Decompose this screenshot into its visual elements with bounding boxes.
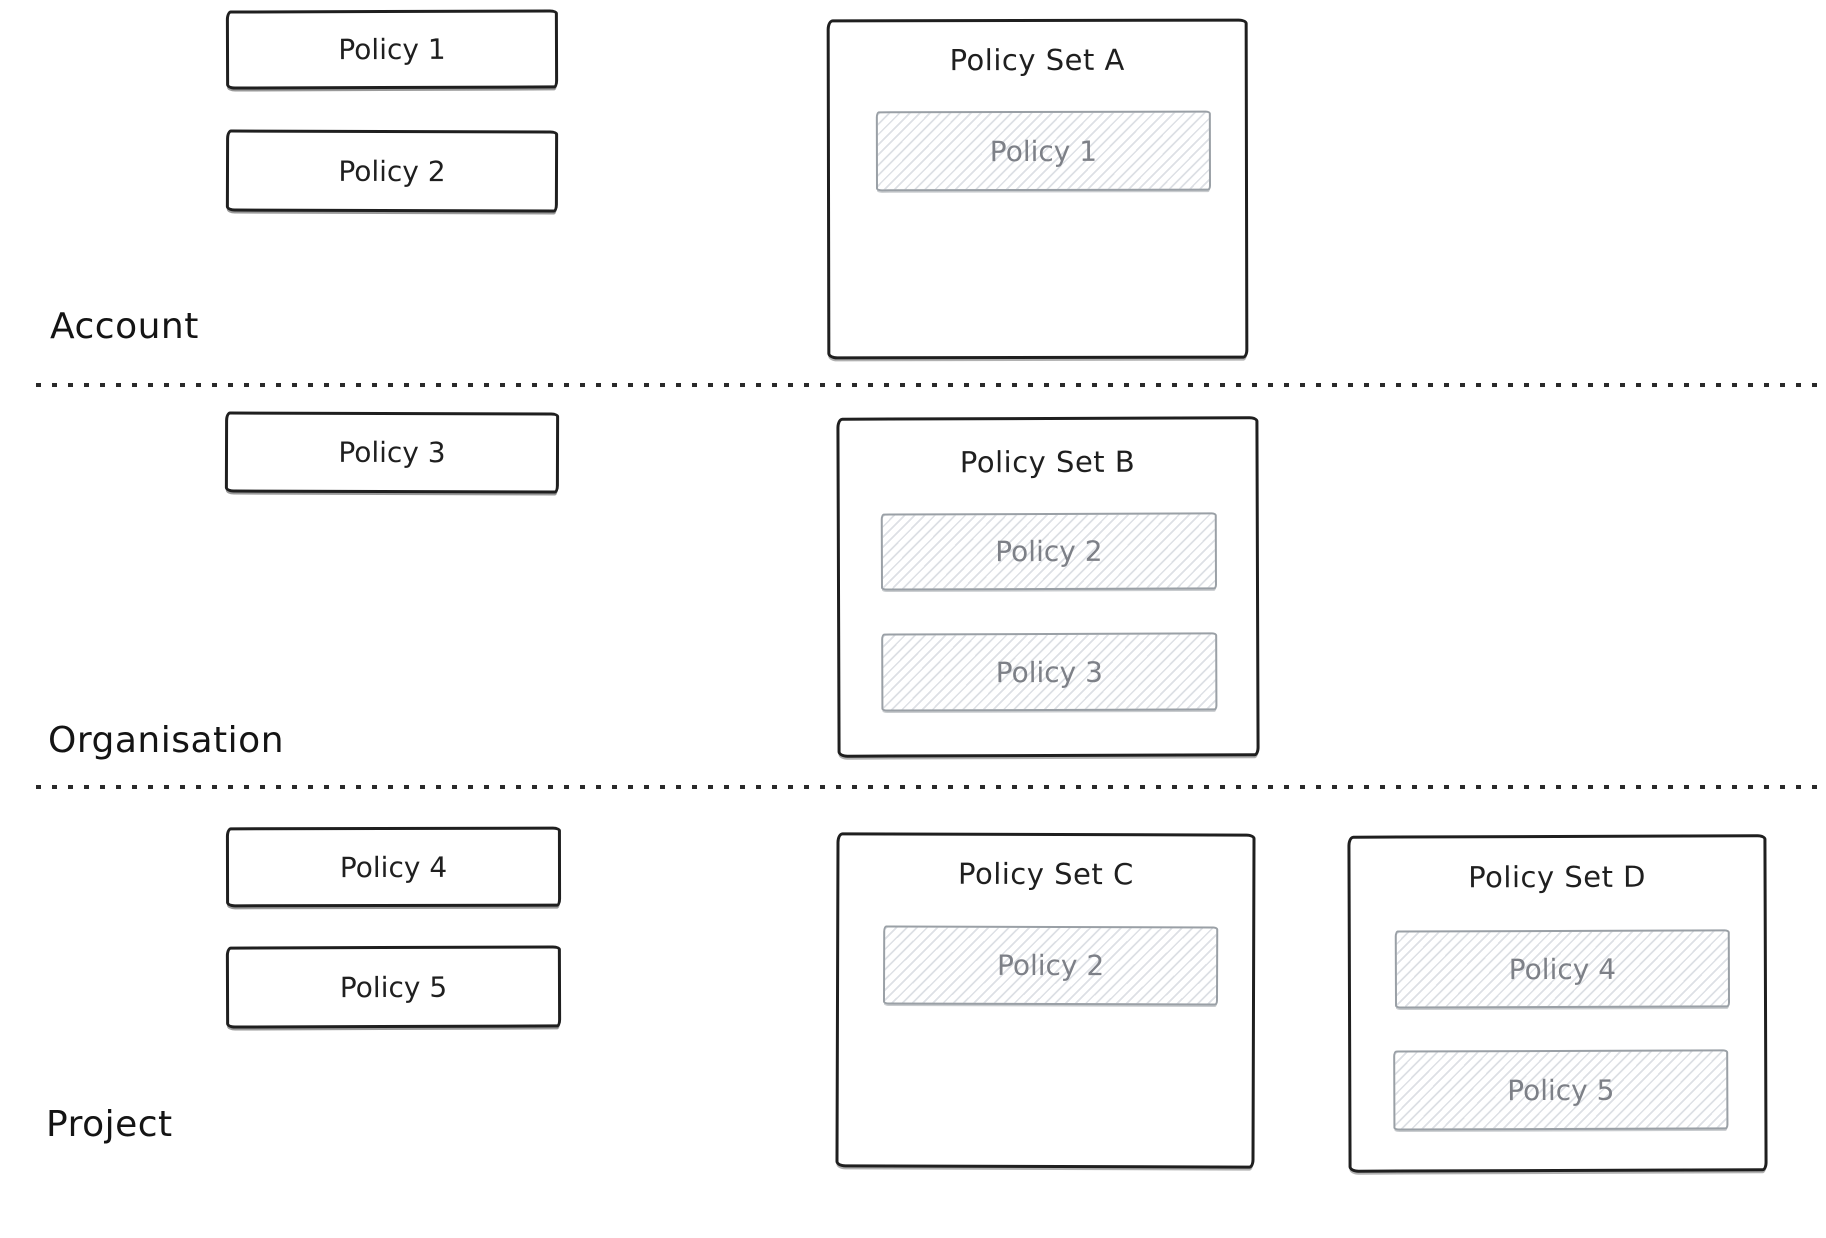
policy-set-title: Policy Set C [957, 856, 1134, 892]
policy-set-member: Policy 4 [1394, 929, 1731, 1009]
policy-set-member-label: Policy 5 [1507, 1073, 1615, 1107]
section-divider-organisation-project [36, 785, 1826, 789]
policy-set-member: Policy 3 [881, 632, 1218, 712]
policy-set-title: Policy Set B [959, 444, 1136, 480]
policy-set-member-label: Policy 2 [995, 534, 1103, 569]
policy-box-label: Policy 1 [338, 32, 446, 67]
policy-box-policy-5: Policy 5 [225, 945, 562, 1029]
policy-set-b: Policy Set B Policy 2 Policy 3 [836, 416, 1260, 758]
policy-set-a: Policy Set A Policy 1 [826, 18, 1249, 360]
policy-box-policy-3: Policy 3 [224, 411, 560, 494]
section-label-project: Project [46, 1104, 173, 1145]
section-divider-account-organisation [36, 383, 1826, 387]
policy-box-label: Policy 5 [339, 970, 448, 1004]
section-label-account: Account [50, 306, 199, 347]
policy-set-title: Policy Set A [949, 42, 1125, 78]
policy-set-title: Policy Set D [1468, 859, 1647, 895]
section-label-organisation: Organisation [48, 720, 285, 761]
policy-set-member-label: Policy 1 [989, 134, 1098, 168]
policy-set-member: Policy 2 [882, 925, 1219, 1006]
policy-set-member: Policy 5 [1393, 1049, 1729, 1131]
policy-box-policy-4: Policy 4 [225, 826, 562, 908]
policy-set-member-label: Policy 4 [1508, 952, 1617, 986]
policy-set-c: Policy Set C Policy 2 [835, 832, 1256, 1169]
policy-box-policy-1: Policy 1 [225, 9, 559, 90]
policy-box-label: Policy 4 [339, 850, 448, 884]
policy-box-policy-2: Policy 2 [225, 129, 559, 213]
policy-set-member: Policy 2 [880, 512, 1218, 591]
policy-set-member-label: Policy 3 [995, 655, 1103, 689]
policy-box-label: Policy 2 [338, 154, 446, 188]
policy-set-d: Policy Set D Policy 4 Policy 5 [1347, 834, 1768, 1173]
policy-set-member: Policy 1 [875, 110, 1212, 192]
policy-box-label: Policy 3 [338, 435, 446, 470]
policy-set-member-label: Policy 2 [996, 948, 1105, 983]
